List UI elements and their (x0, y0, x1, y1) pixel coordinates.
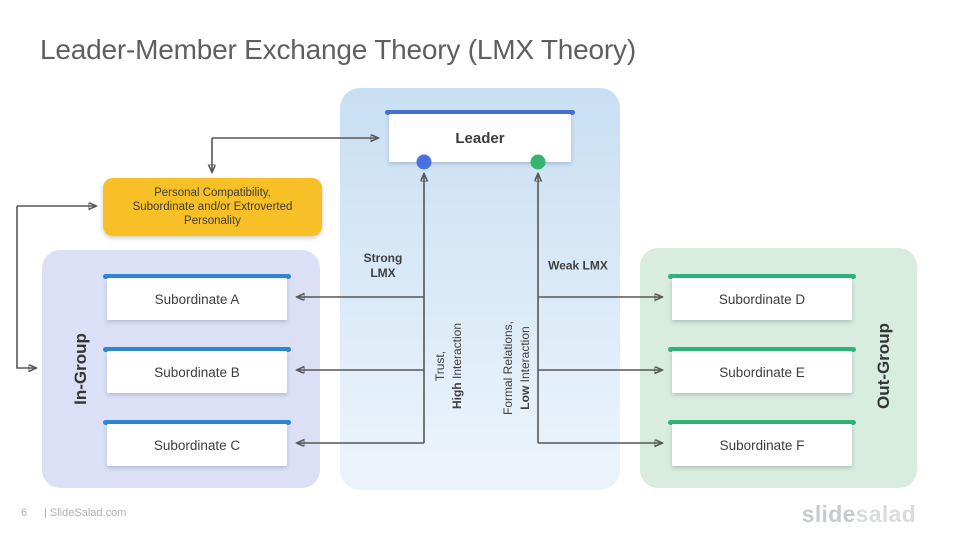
in-group-label: In-Group (71, 333, 90, 405)
arrow-loop-to-in-group (16, 206, 36, 368)
subordinate-f-top-bar (668, 420, 856, 425)
personal-compatibility-box: Personal Compatibility, Subordinate and/… (103, 178, 322, 236)
logo-part-slide: slide (801, 501, 856, 527)
out-group-label: Out-Group (874, 323, 893, 409)
trust-line-1: Trust, (433, 350, 447, 382)
subordinate-a-top-bar (103, 274, 291, 279)
subordinate-c-box: Subordinate C (103, 420, 291, 466)
leader-out-group-connector-dot (530, 154, 546, 170)
subordinate-e-box: Subordinate E (668, 347, 856, 393)
weak-lmx-label: Weak LMX (548, 258, 608, 273)
subordinate-c-top-bar (103, 420, 291, 425)
trust-line-2-rest: Interaction (450, 322, 464, 383)
footer-site-text: | SlideSalad.com (44, 507, 127, 519)
subordinate-d-label: Subordinate D (672, 278, 852, 320)
leader-box-top-bar (385, 110, 575, 115)
subordinate-a-label: Subordinate A (107, 278, 287, 320)
formal-low-interaction-label: Formal Relations, Low Interaction (500, 321, 534, 415)
subordinate-a-box: Subordinate A (103, 274, 291, 320)
subordinate-f-box: Subordinate F (668, 420, 856, 466)
logo-part-salad: salad (855, 501, 916, 527)
subordinate-e-top-bar (668, 347, 856, 352)
factor-line-1: Personal Compatibility, (154, 187, 271, 199)
formal-line-1: Formal Relations, (501, 320, 515, 416)
subordinate-b-box: Subordinate B (103, 347, 291, 393)
formal-line-2-rest: Interaction (518, 326, 532, 386)
subordinate-e-label: Subordinate E (672, 351, 852, 393)
factor-line-3: Personality (184, 215, 241, 227)
slidesalad-logo: slidesalad (802, 501, 916, 528)
subordinate-b-top-bar (103, 347, 291, 352)
page-number: 6 (21, 507, 28, 519)
leader-in-group-connector-dot (416, 154, 432, 170)
strong-lmx-label: Strong LMX (363, 251, 403, 280)
leader-box-label: Leader (389, 114, 571, 162)
subordinate-c-label: Subordinate C (107, 424, 287, 466)
formal-bold-word: Low (518, 385, 532, 410)
trust-high-interaction-label: Trust, High Interaction (432, 323, 466, 409)
page-title: Leader-Member Exchange Theory (LMX Theor… (40, 34, 636, 65)
trust-bold-word: High (450, 382, 464, 410)
subordinate-d-top-bar (668, 274, 856, 279)
subordinate-f-label: Subordinate F (672, 424, 852, 466)
factor-line-2: Subordinate and/or Extroverted (132, 201, 293, 213)
subordinate-d-box: Subordinate D (668, 274, 856, 320)
subordinate-b-label: Subordinate B (107, 351, 287, 393)
leader-box: Leader (385, 110, 575, 162)
